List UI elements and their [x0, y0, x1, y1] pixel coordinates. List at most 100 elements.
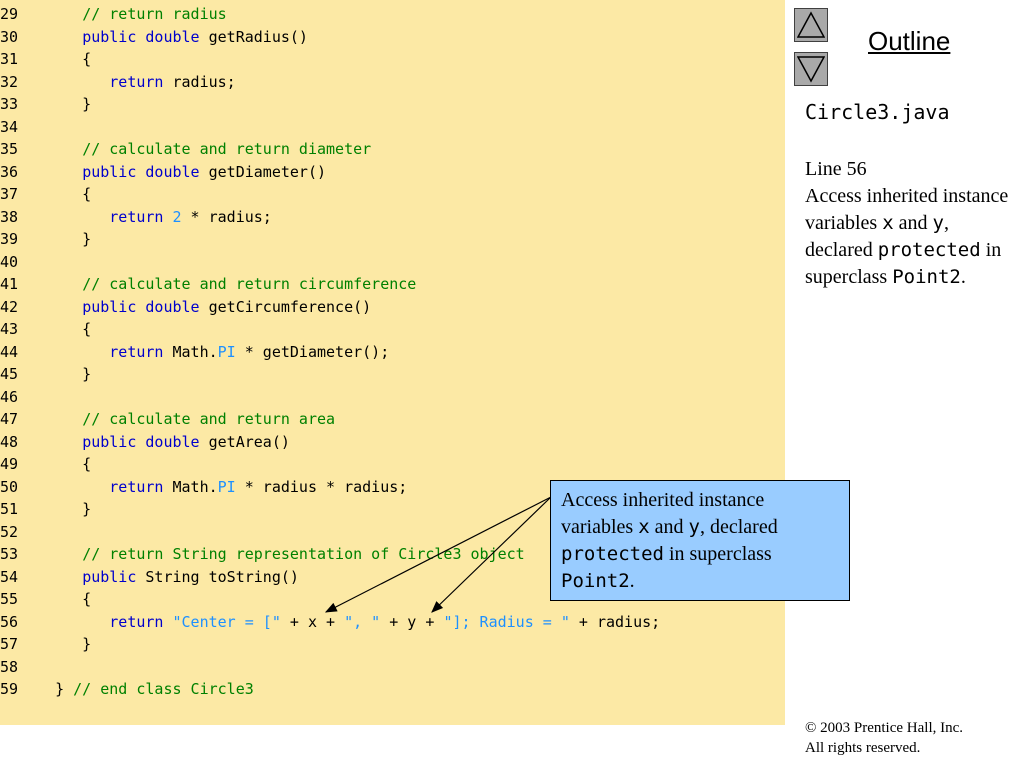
keyword-token: return: [109, 612, 164, 631]
comment-token: // calculate and return circumference: [82, 275, 417, 293]
previous-slide-button[interactable]: [794, 8, 828, 42]
keyword-token: public: [82, 27, 137, 46]
line-number: 30: [0, 27, 19, 46]
code-line: 40: [0, 251, 785, 274]
code-text: public double getArea(): [28, 431, 290, 454]
keyword-token: double: [145, 432, 200, 451]
line-number: 50: [0, 477, 19, 496]
code-line: 41 // calculate and return circumference: [0, 273, 785, 296]
code-token: [28, 73, 109, 91]
code-line: 45 }: [0, 363, 785, 386]
code-text: // return radius: [28, 3, 227, 26]
code-token: [28, 5, 82, 23]
code-text: return radius;: [28, 71, 235, 94]
callout-text: Access inherited instance variables: [561, 489, 765, 538]
copyright-notice: © 2003 Prentice Hall, Inc. All rights re…: [805, 718, 1015, 758]
keyword-token: public: [82, 162, 137, 181]
next-slide-button[interactable]: [794, 52, 828, 86]
code-token: getRadius(): [199, 27, 308, 46]
code-token: [28, 343, 109, 361]
code-token: {: [28, 50, 92, 68]
code-token: {: [28, 320, 92, 338]
line-number: 36: [0, 162, 19, 181]
code-text: return 2 * radius;: [28, 206, 272, 229]
code-line: 36 public double getDiameter(): [0, 161, 785, 184]
code-token: [28, 545, 82, 563]
code-line: 54 public String toString(): [0, 566, 785, 589]
line-number: 45: [0, 365, 19, 383]
var-y: y: [688, 516, 700, 538]
code-token: [28, 140, 82, 158]
code-text: public double getCircumference(): [28, 296, 371, 319]
line-number: 48: [0, 432, 19, 451]
var-y: y: [932, 212, 944, 234]
code-text: {: [28, 453, 91, 476]
code-token: + x +: [280, 612, 345, 631]
line-number: 57: [0, 635, 19, 653]
line-number: 32: [0, 72, 19, 91]
line-number: 59: [0, 680, 19, 698]
keyword-token: public: [82, 297, 137, 316]
code-line: 34: [0, 116, 785, 139]
code-token: * getDiameter();: [235, 342, 390, 361]
code-line: 49 {: [0, 453, 785, 476]
line-reference: Line 56: [805, 158, 867, 180]
code-text: {: [28, 588, 91, 611]
line-number: 49: [0, 455, 19, 473]
code-line: 42 public double getCircumference(): [0, 296, 785, 319]
note-text: , declared: [805, 212, 949, 261]
code-token: * radius * radius;: [235, 477, 408, 496]
code-token: String toString(): [136, 567, 299, 586]
code-token: [163, 613, 172, 631]
code-line: 33 }: [0, 93, 785, 116]
code-token: getArea(): [199, 432, 290, 451]
code-line: 32 return radius;: [0, 71, 785, 94]
code-line: 55 {: [0, 588, 785, 611]
code-line: 58: [0, 656, 785, 679]
code-token: {: [28, 185, 92, 203]
code-token: {: [28, 590, 92, 608]
note-text: Access inherited instance variables: [805, 185, 1009, 234]
code-token: [28, 208, 109, 226]
code-line: 46: [0, 386, 785, 409]
code-line: 50 return Math.PI * radius * radius;: [0, 476, 785, 499]
code-text: }: [28, 228, 91, 251]
code-token: }: [28, 365, 92, 383]
code-text: }: [28, 633, 91, 656]
code-line: 39 }: [0, 228, 785, 251]
code-token: {: [28, 455, 92, 473]
code-text: // return String representation of Circl…: [28, 543, 525, 566]
line-number: 33: [0, 95, 19, 113]
code-line: 43 {: [0, 318, 785, 341]
keyword-token: double: [145, 297, 200, 316]
line-number: 47: [0, 410, 19, 428]
var-x: x: [638, 516, 650, 538]
literal-token: 2: [172, 207, 182, 226]
comment-token: // calculate and return diameter: [82, 140, 372, 158]
line-number: 51: [0, 500, 19, 518]
literal-token: PI: [217, 342, 236, 361]
code-line: 59 } // end class Circle3: [0, 678, 785, 701]
code-token: Math.: [163, 477, 218, 496]
code-token: [28, 410, 82, 428]
keyword-token: public: [82, 567, 137, 586]
code-text: } // end class Circle3: [28, 678, 254, 701]
code-line: 30 public double getRadius(): [0, 26, 785, 49]
line-number: 37: [0, 185, 19, 203]
code-token: [28, 28, 82, 46]
protected-keyword: protected: [561, 543, 664, 565]
keyword-token: return: [109, 207, 164, 226]
code-text: {: [28, 318, 91, 341]
code-token: + radius;: [569, 612, 661, 631]
comment-token: // calculate and return area: [82, 410, 336, 428]
code-line: 51 }: [0, 498, 785, 521]
callout-text: and: [649, 516, 689, 538]
code-line: 47 // calculate and return area: [0, 408, 785, 431]
code-line: 44 return Math.PI * getDiameter();: [0, 341, 785, 364]
code-token: [28, 478, 109, 496]
line-number: 56: [0, 612, 19, 631]
outline-link[interactable]: Outline: [868, 26, 951, 56]
line-number: 44: [0, 342, 19, 361]
